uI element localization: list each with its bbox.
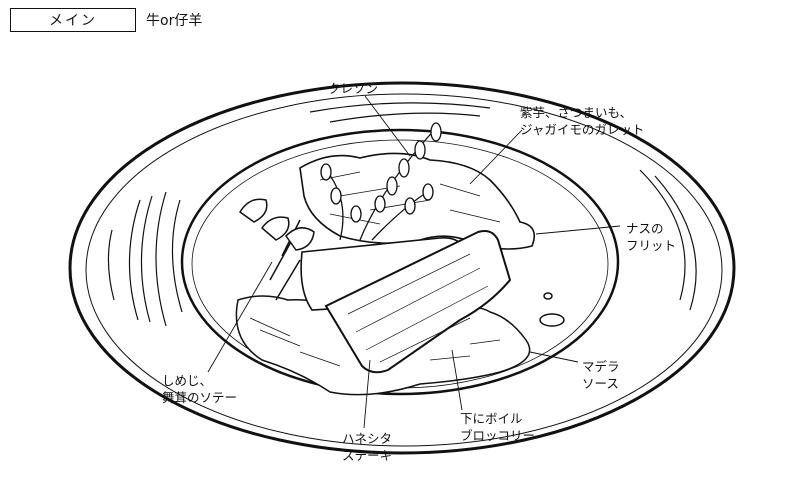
plate-outer-rim <box>68 81 736 455</box>
rim-shading <box>107 102 697 327</box>
label-madeira-sauce: マデラ ソース <box>582 359 620 391</box>
plate-rim-inner-line <box>85 93 723 447</box>
steak <box>324 230 512 374</box>
label-shimeji-saute: しめじ、 舞茸のソテー <box>162 373 238 405</box>
cresson <box>320 122 442 241</box>
course-label: メイン <box>49 13 97 29</box>
course-label-box: メイン <box>10 8 136 32</box>
galette <box>299 152 536 250</box>
leader-lines <box>207 95 621 429</box>
plate-well <box>180 128 620 396</box>
label-steak: ハネシタ ステーキ <box>342 431 393 463</box>
course-subtitle: 牛or仔羊 <box>146 13 203 29</box>
label-galette: 紫芋、さつまいも、 ジャガイモのガレット <box>520 105 645 137</box>
label-broccoli: 下にボイル ブロッコリー <box>460 411 536 443</box>
shimeji-saute <box>238 198 315 301</box>
label-cresson: クレソン <box>328 81 379 96</box>
label-nasu-fritter: ナスの フリット <box>626 221 677 253</box>
